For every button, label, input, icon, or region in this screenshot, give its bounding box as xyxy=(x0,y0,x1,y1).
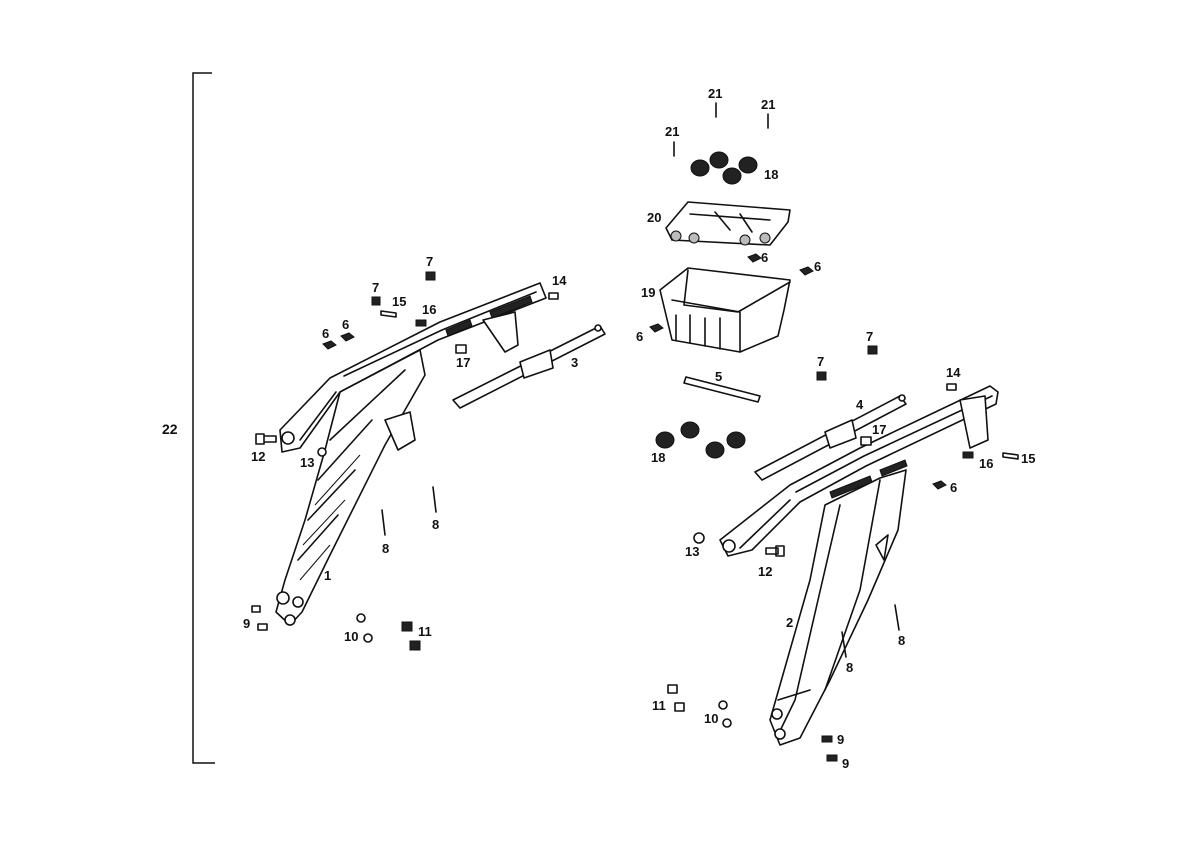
rubber-mounts-18-top xyxy=(690,151,758,185)
callout-6-e: 6 xyxy=(636,329,643,344)
callout-7-d: 7 xyxy=(866,329,873,344)
callout-13-b: 13 xyxy=(685,544,699,559)
left-nut-11-a xyxy=(401,621,413,632)
left-washer-10-b xyxy=(363,633,373,643)
left-nut-11-b xyxy=(409,640,421,651)
left-bolt-15 xyxy=(380,310,397,318)
callout-7-a: 7 xyxy=(426,254,433,269)
left-pin-14 xyxy=(548,292,559,300)
callout-6-b: 6 xyxy=(342,317,349,332)
callout-17-a: 17 xyxy=(456,355,470,370)
rubber-mounts-18-bottom xyxy=(655,421,746,459)
callout-8-c: 8 xyxy=(898,633,905,648)
callout-7-c: 7 xyxy=(817,354,824,369)
callout-12-b: 12 xyxy=(758,564,772,579)
left-block-17 xyxy=(455,344,467,354)
callout-13-a: 13 xyxy=(300,455,314,470)
right-bolt-12 xyxy=(765,545,785,557)
callout-14-b: 14 xyxy=(946,365,961,380)
left-clip-9-b xyxy=(257,623,268,631)
callout-17-b: 17 xyxy=(872,422,886,437)
callout-16-a: 16 xyxy=(422,302,436,317)
callout-21-b: 21 xyxy=(761,97,775,112)
callout-6-a: 6 xyxy=(322,326,329,341)
callout-9-c: 9 xyxy=(842,756,849,771)
left-washer-10-a xyxy=(356,613,366,623)
callout-1: 1 xyxy=(324,568,331,583)
right-bush-13 xyxy=(693,532,705,544)
callout-18-a: 18 xyxy=(764,167,778,182)
callout-5: 5 xyxy=(715,369,722,384)
right-block-17 xyxy=(860,436,872,446)
left-cap-7-top xyxy=(425,271,436,281)
right-clip-16 xyxy=(962,451,974,459)
assembly-bracket xyxy=(192,72,215,764)
callout-4: 4 xyxy=(856,397,864,412)
left-clip-9-a xyxy=(251,605,261,613)
battery-box-19 xyxy=(659,267,791,353)
left-screw-8-a xyxy=(432,486,437,513)
callout-16-b: 16 xyxy=(979,456,993,471)
right-frame-part xyxy=(719,385,999,746)
left-frame-part xyxy=(275,282,547,626)
callout-7-b: 7 xyxy=(372,280,379,295)
callout-6-d: 6 xyxy=(814,259,821,274)
right-screw-8-a xyxy=(894,604,900,631)
left-bar-part xyxy=(452,324,606,409)
cap-7-right xyxy=(867,345,878,355)
callout-19: 19 xyxy=(641,285,655,300)
left-clip-16 xyxy=(415,319,427,327)
nut-6-box-b xyxy=(799,266,814,276)
callout-14-a: 14 xyxy=(552,273,567,288)
right-bolt-15 xyxy=(1002,452,1019,460)
callout-11-b: 11 xyxy=(652,698,666,713)
left-cap-7-side xyxy=(371,296,381,306)
right-nut-6 xyxy=(932,480,947,490)
right-clip-9-b xyxy=(826,754,838,762)
callout-21-c: 21 xyxy=(665,124,679,139)
right-nut-11-b xyxy=(674,702,685,712)
left-screw-8-b xyxy=(381,509,386,536)
nut-6-box-c xyxy=(649,323,664,333)
left-bolt-12 xyxy=(255,433,277,445)
right-pin-14 xyxy=(946,383,957,391)
callout-10-a: 10 xyxy=(344,629,358,644)
cap-7-center xyxy=(816,371,827,381)
right-washer-10-b xyxy=(722,718,732,728)
right-washer-10-a xyxy=(718,700,728,710)
left-nut-6-a xyxy=(322,340,337,350)
right-clip-9-a xyxy=(821,735,833,743)
callout-22: 22 xyxy=(162,421,178,437)
left-bush-13 xyxy=(317,447,327,457)
callout-8-b: 8 xyxy=(382,541,389,556)
mount-plate-20 xyxy=(665,201,791,246)
callout-12-a: 12 xyxy=(251,449,265,464)
callout-6-c: 6 xyxy=(761,250,768,265)
callout-10-b: 10 xyxy=(704,711,718,726)
callout-9-b: 9 xyxy=(837,732,844,747)
callout-2: 2 xyxy=(786,615,793,630)
right-nut-11-a xyxy=(667,684,678,694)
nut-6-box-a xyxy=(747,253,762,263)
callout-3: 3 xyxy=(571,355,578,370)
right-screw-8-b xyxy=(841,631,847,658)
rod-5 xyxy=(683,376,761,403)
callout-9-a: 9 xyxy=(243,616,250,631)
callout-8-a: 8 xyxy=(432,517,439,532)
callout-20: 20 xyxy=(647,210,661,225)
callout-15-a: 15 xyxy=(392,294,406,309)
right-bar-part xyxy=(754,394,907,481)
callout-6-f: 6 xyxy=(950,480,957,495)
left-nut-6-b xyxy=(340,332,355,342)
callout-18-b: 18 xyxy=(651,450,665,465)
callout-8-d: 8 xyxy=(846,660,853,675)
callout-21-a: 21 xyxy=(708,86,722,101)
callout-11-a: 11 xyxy=(418,624,432,639)
callout-15-b: 15 xyxy=(1021,451,1035,466)
